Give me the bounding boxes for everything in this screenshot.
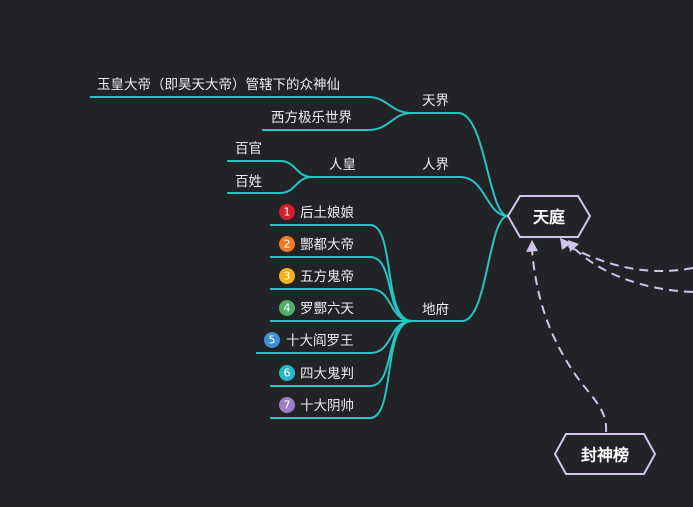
connector-difu-child-7: [270, 320, 413, 419]
number-badge-text: 2: [284, 238, 291, 251]
relation-line-offscreen-2: [575, 249, 693, 293]
central-node[interactable]: 天庭: [506, 195, 592, 238]
difu-child[interactable]: 2 酆都大帝: [279, 236, 354, 253]
difu-child[interactable]: 1 后土娘娘: [279, 204, 354, 221]
number-badge-icon: [279, 204, 295, 220]
difu-child[interactable]: 7 十大阴帅: [279, 397, 354, 414]
renhuang-child-label[interactable]: 百姓: [235, 174, 262, 190]
relation-line-offscreen-1: [565, 244, 693, 273]
number-badge-text: 6: [284, 367, 291, 380]
renhuang-label[interactable]: 人皇: [329, 157, 356, 173]
connector-renhuang-child-2: [227, 176, 313, 194]
branch-tianjie-label[interactable]: 天界: [422, 93, 449, 109]
branch-lines: [90, 96, 509, 419]
difu-child[interactable]: 4 罗酆六天: [279, 300, 354, 317]
relation-line-fengshenbang: [531, 249, 608, 433]
number-badge-text: 5: [269, 334, 276, 347]
difu-child-label: 后土娘娘: [300, 205, 354, 221]
connector-tianjie-child-2: [262, 112, 413, 131]
difu-child-label: 酆都大帝: [300, 237, 354, 253]
number-badge-icon: [279, 300, 295, 316]
difu-child-label: 罗酆六天: [300, 301, 354, 317]
central-node-label: 天庭: [533, 208, 565, 227]
connector-difu-child-2: [270, 256, 413, 322]
number-badge-text: 4: [284, 302, 291, 315]
number-badge-text: 7: [284, 399, 291, 412]
connector-tianjie-child-1: [90, 96, 413, 114]
number-badge-icon: [279, 268, 295, 284]
difu-child[interactable]: 6 四大鬼判: [279, 365, 354, 382]
number-badge-icon: [264, 332, 280, 348]
difu-child-label: 十大阴帅: [300, 398, 354, 414]
connector-difu-child-1: [270, 224, 413, 322]
difu-child-label: 四大鬼判: [300, 366, 354, 382]
connector-renhuang-child-1: [227, 160, 313, 178]
connector-renjie: [412, 176, 509, 217]
tianjie-child-label[interactable]: 玉皇大帝（即昊天大帝）管辖下的众神仙: [97, 77, 340, 93]
connector-difu-child-3: [270, 288, 413, 322]
tianjie-child-label[interactable]: 西方极乐世界: [271, 110, 352, 126]
relation-lines: [526, 238, 693, 433]
fengshenbang-node[interactable]: 封神榜: [553, 433, 657, 475]
difu-child-label: 五方鬼帝: [300, 269, 354, 285]
difu-child[interactable]: 5 十大阎罗王: [264, 332, 354, 349]
number-badge-text: 3: [284, 270, 291, 283]
branch-renjie-label[interactable]: 人界: [422, 157, 449, 173]
number-badge-icon: [279, 397, 295, 413]
connector-difu: [412, 215, 509, 322]
number-badge-icon: [279, 365, 295, 381]
connector-tianjie: [412, 112, 509, 217]
fengshenbang-node-label: 封神榜: [581, 446, 629, 465]
number-badge-text: 1: [284, 206, 291, 219]
difu-child[interactable]: 3 五方鬼帝: [279, 268, 354, 285]
arrow-head-2: [560, 238, 572, 250]
difu-child-label: 十大阎罗王: [286, 333, 354, 349]
renhuang-child-label[interactable]: 百官: [235, 141, 262, 157]
arrow-head-3: [568, 240, 579, 252]
arrow-head-1: [526, 240, 538, 252]
number-badge-icon: [279, 236, 295, 252]
branch-difu-label[interactable]: 地府: [422, 302, 449, 318]
